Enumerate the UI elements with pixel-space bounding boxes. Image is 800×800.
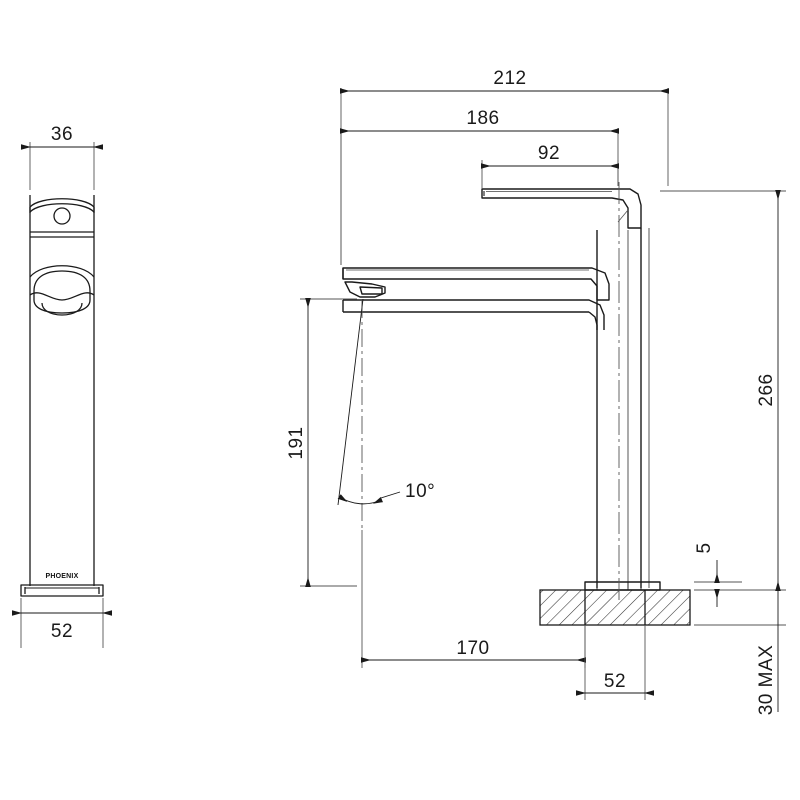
bench-hatched-block: [539, 589, 691, 626]
side-view-dimensions: [300, 88, 786, 712]
spout-front-dome: [29, 265, 95, 278]
aerator-face: [359, 286, 383, 295]
dim-label-191: 191: [286, 426, 307, 459]
spout-front-face: [33, 270, 91, 292]
dim-label-52-bottom: 52: [604, 671, 626, 692]
dim-label-5: 5: [694, 542, 715, 553]
column-foot: [584, 581, 661, 591]
angle-leader: [380, 491, 401, 499]
dim-label-30max: 30 MAX: [756, 645, 777, 716]
aerator-outline: [41, 302, 83, 316]
lever-handle-outline: [481, 188, 642, 229]
body-lower-arm-bottom: [343, 312, 595, 330]
handle-top-dome: [29, 198, 95, 208]
front-view-dimensions: [12, 142, 112, 648]
lever-pivot-line: [617, 209, 629, 223]
dim-label-212: 212: [493, 68, 526, 89]
angle-arc: [337, 494, 384, 505]
base-plate: [20, 584, 104, 597]
dim-label-186: 186: [466, 108, 499, 129]
handle-top-dome-inner: [29, 203, 95, 213]
brand-logo-text: PHOENIX: [46, 573, 79, 580]
dim-label-92: 92: [538, 143, 560, 164]
angle-ray: [337, 298, 364, 506]
dim-label-10deg: 10°: [405, 481, 435, 502]
body-lower-arm-top: [343, 299, 605, 330]
indicator-circle: [53, 207, 71, 225]
dim-label-52-left: 52: [51, 621, 73, 642]
centre-line: [361, 182, 620, 600]
lower-arm-elbow-in: [588, 311, 598, 330]
spout-shadow-curve: [29, 292, 95, 301]
dim-label-170: 170: [456, 638, 489, 659]
dim-label-266: 266: [756, 373, 777, 406]
side-elevation-view: [342, 188, 661, 591]
front-elevation-view: [20, 195, 104, 597]
dim-label-36: 36: [51, 124, 73, 145]
spout-arm-outline: [342, 267, 610, 301]
lower-arm-outline: [343, 300, 609, 330]
spout-front-lower: [33, 291, 91, 314]
bench-section: [539, 589, 691, 626]
aerator-housing: [344, 281, 386, 298]
